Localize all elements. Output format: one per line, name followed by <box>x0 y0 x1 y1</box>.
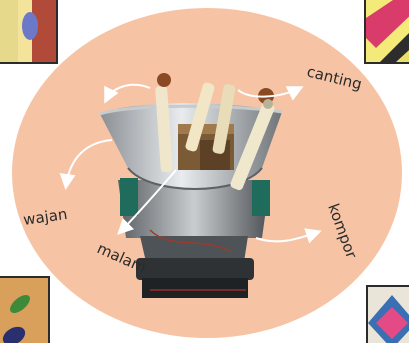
label-canting: canting <box>305 62 364 93</box>
kompor-stove <box>118 178 270 298</box>
label-wajan: wajan <box>22 205 68 229</box>
arrow-kompor <box>256 232 318 241</box>
arrow-wajan <box>66 140 112 186</box>
label-kompor: kompor <box>324 201 361 261</box>
arrow-canting-left <box>106 85 150 100</box>
label-malam: malam <box>94 239 149 277</box>
